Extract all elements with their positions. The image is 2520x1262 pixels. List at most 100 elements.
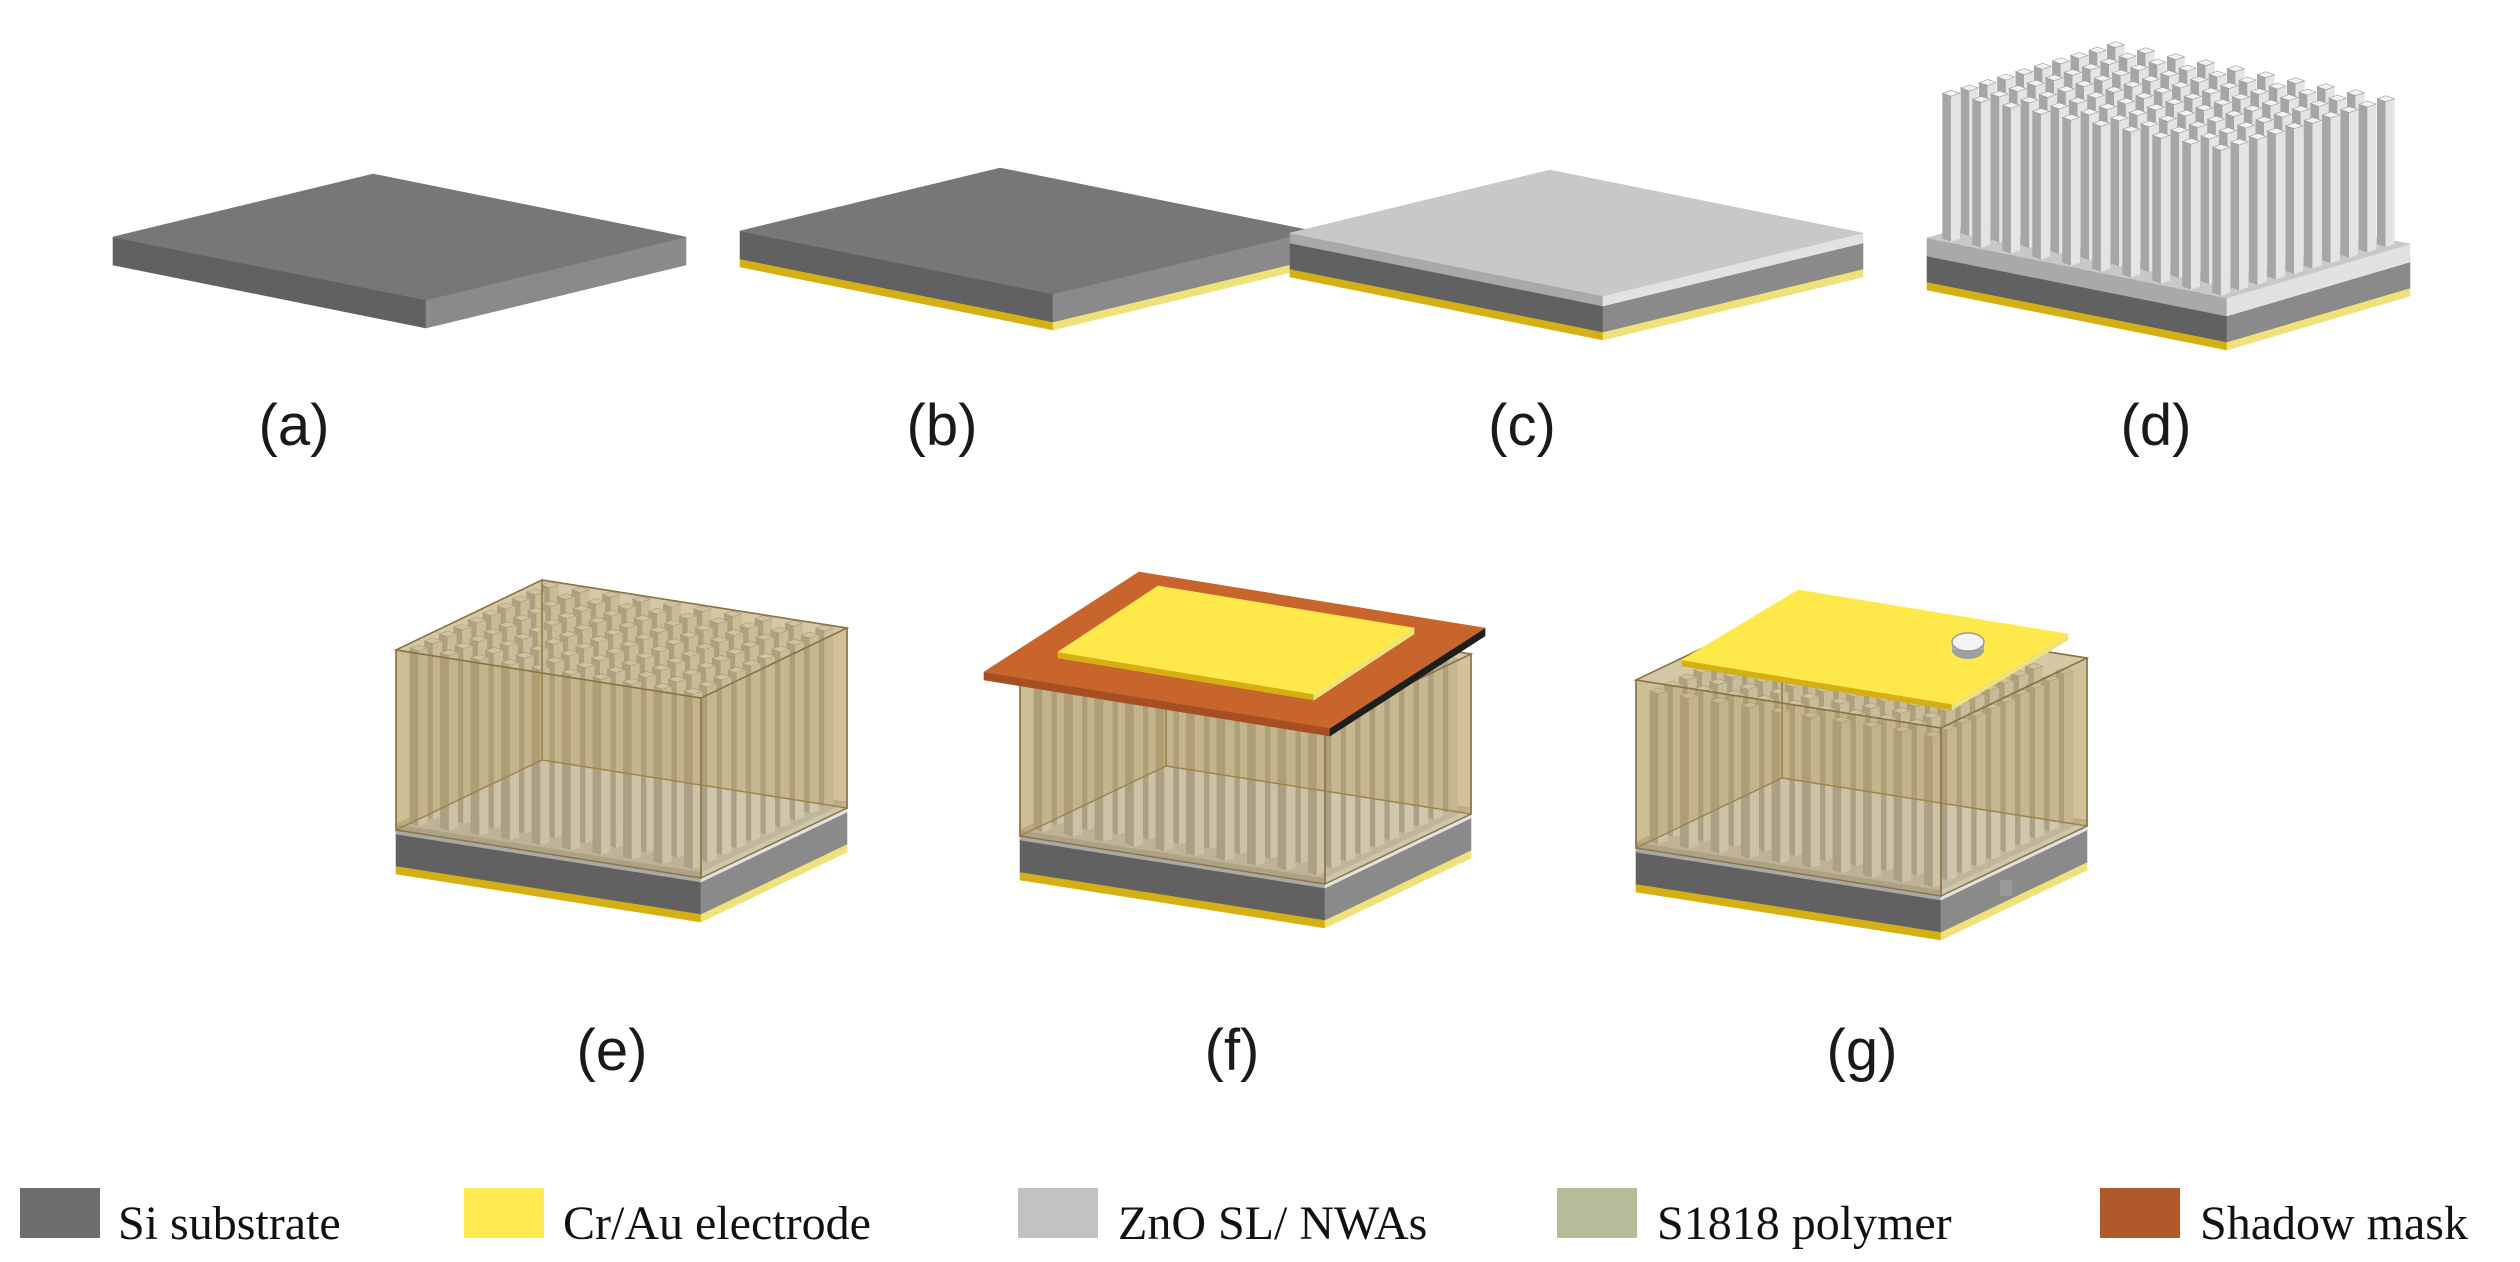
- nanowire-top: [2339, 106, 2359, 113]
- nanowire-top: [1971, 95, 1991, 103]
- nanowire-top: [2148, 58, 2168, 66]
- nanowire-array: [408, 581, 835, 870]
- nanowire-top: [2248, 133, 2268, 140]
- nanowire-face: [2312, 119, 2322, 269]
- nanowire-top: [692, 605, 713, 613]
- nanowire-top: [591, 673, 612, 681]
- nanowire-shade: [2062, 116, 2072, 266]
- nanowire-top: [631, 595, 652, 603]
- nanowire-top: [556, 593, 576, 601]
- nanowire-top: [2116, 97, 2136, 105]
- nanowire-top: [2049, 102, 2069, 110]
- nanowire-shade: [2267, 130, 2277, 280]
- nanowire-top: [739, 622, 759, 629]
- nanowire-top: [512, 614, 532, 622]
- nanowire-top: [2166, 53, 2186, 61]
- nanowire-shade: [2358, 103, 2368, 253]
- nanowire-top: [2139, 120, 2159, 128]
- nanowire-top: [557, 612, 577, 619]
- nanowire-top: [2236, 121, 2256, 129]
- nanowire-top: [454, 642, 474, 650]
- legend-swatch-cr-au-electrode: [464, 1188, 544, 1238]
- nanowire-top: [586, 598, 606, 605]
- nanowire-top: [2040, 674, 2060, 682]
- nanowire-top: [544, 637, 564, 645]
- nanowire-top: [2346, 89, 2366, 97]
- nanowire-top: [696, 661, 716, 669]
- nanowire-top: [2273, 110, 2293, 118]
- nanowire-top: [2106, 41, 2126, 49]
- nanowire-top: [680, 650, 701, 657]
- polymer-top-face: [393, 579, 850, 699]
- nanowire-face: [2190, 140, 2200, 290]
- nanowire-top: [1996, 73, 2016, 81]
- nanowire-top: [637, 671, 657, 678]
- nanowire-top: [708, 617, 728, 625]
- nanowire-top: [2001, 101, 2021, 109]
- legend-item-cr-au-electrode: Cr/Au electrode: [464, 1188, 871, 1250]
- nanowire-top: [2231, 93, 2251, 101]
- nanowire-top: [529, 644, 549, 652]
- nanowire-face: [2070, 116, 2080, 266]
- legend: Si substrate Cr/Au electrode ZnO SL/ NWA…: [20, 1188, 2468, 1250]
- top-au-electrode: [1681, 589, 2069, 711]
- nanowire-top: [698, 680, 718, 688]
- nanowire-top: [2238, 76, 2258, 84]
- nanowire-top: [2178, 64, 2198, 72]
- nanowire-array: [1648, 624, 2075, 888]
- nanowire-top: [2224, 110, 2244, 118]
- nanowire-top: [663, 619, 683, 627]
- nanowire-top: [574, 642, 594, 650]
- nanowire-top: [664, 638, 685, 646]
- legend-item-si-substrate: Si substrate: [20, 1188, 341, 1250]
- nanowire-top: [2061, 113, 2081, 121]
- nanowire-shade: [2340, 109, 2350, 258]
- nanowire-face: [2385, 98, 2395, 248]
- nanowire-top: [1959, 84, 1979, 92]
- nanowire-top: [2261, 99, 2281, 107]
- nanowire-shade: [2182, 140, 2192, 290]
- nanowire-top: [500, 658, 520, 666]
- nanowire-top: [2229, 138, 2249, 146]
- nanowire-top: [515, 651, 535, 659]
- nanowire-top: [2194, 104, 2214, 112]
- nanowire-top: [2316, 83, 2336, 91]
- nanowire-array: [1941, 41, 2396, 296]
- nanowire-top: [694, 624, 714, 632]
- nanowire-top: [1801, 711, 1821, 719]
- nanowire-top: [2151, 131, 2171, 139]
- nanowire-top: [2196, 59, 2216, 67]
- nanowire-top: [618, 621, 638, 629]
- nanowire-top: [2249, 88, 2269, 95]
- nanowire-top: [541, 600, 561, 608]
- nanowire-top: [727, 666, 747, 674]
- nanowire-top: [2111, 69, 2131, 77]
- nanowire-top: [2254, 116, 2274, 124]
- nanowire-top: [2226, 65, 2246, 73]
- nanowire-top: [511, 595, 531, 603]
- nanowire-top: [683, 687, 703, 695]
- nanowire-shade: [2032, 110, 2042, 260]
- nanowire-top: [573, 623, 593, 631]
- nanowire-top: [2063, 68, 2083, 76]
- nanowire-top: [2091, 119, 2111, 127]
- nanowire-top: [1679, 692, 1699, 700]
- nanowire-top: [601, 591, 621, 598]
- nanowire-top: [2218, 127, 2238, 134]
- nanowire-top: [784, 619, 804, 627]
- nanowire-shade: [2002, 104, 2012, 254]
- s1818-polymer-block: [393, 578, 850, 880]
- nanowire-top: [2158, 115, 2178, 122]
- nanowire-top: [606, 666, 626, 674]
- nanowire-top: [710, 636, 730, 643]
- legend-swatch-shadow-mask: [2100, 1188, 2180, 1238]
- nanowire-top: [740, 640, 760, 648]
- nanowire-top: [724, 629, 744, 636]
- nanowire-top: [712, 673, 732, 681]
- nanowire-top: [650, 645, 670, 653]
- nanowire-top: [2074, 80, 2094, 88]
- legend-item-s1818-polymer: S1818 polymer: [1557, 1188, 1952, 1250]
- nanowire-top: [570, 586, 591, 594]
- nanowire-top: [525, 588, 545, 596]
